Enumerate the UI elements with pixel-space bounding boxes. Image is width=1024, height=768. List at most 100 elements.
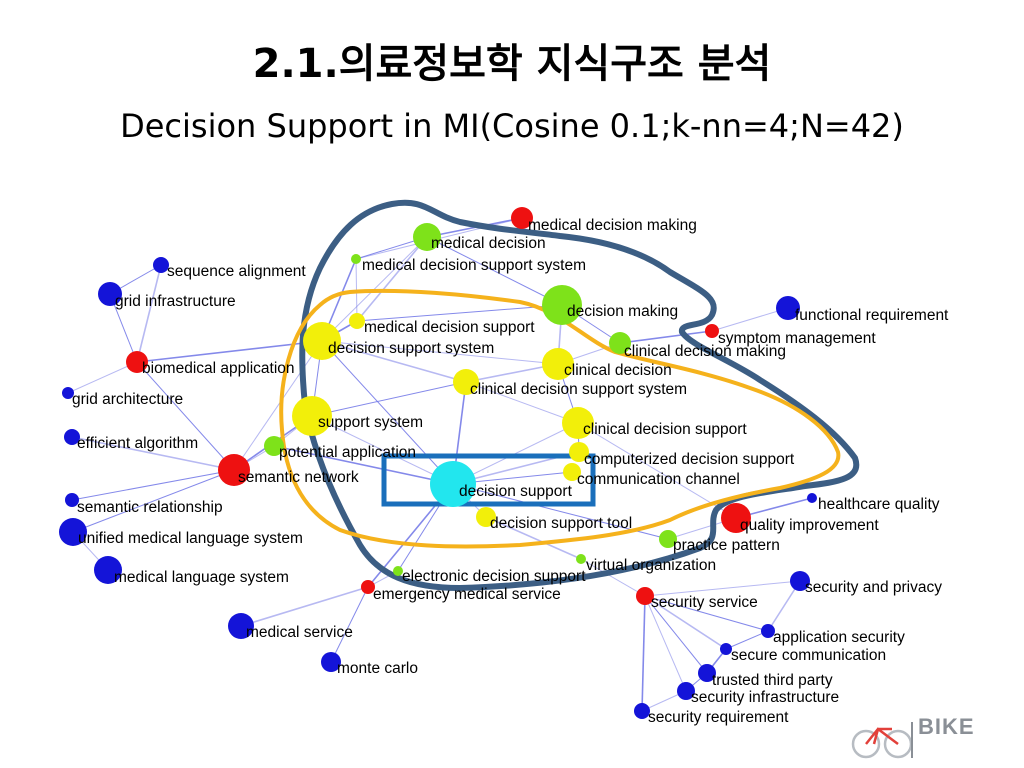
- edge-potapp-ds: [273, 445, 454, 485]
- node-cdss[interactable]: [453, 369, 479, 395]
- node-label-gridinf: grid infrastructure: [115, 293, 236, 310]
- slide-title-korean: 2.1.의료정보학 지식구조 분석: [252, 41, 772, 87]
- node-dm[interactable]: [542, 285, 582, 325]
- node-effalg[interactable]: [64, 429, 80, 445]
- edge-semnet-effalg: [71, 436, 235, 471]
- node-secinf[interactable]: [677, 682, 695, 700]
- node-eds[interactable]: [393, 566, 403, 576]
- node-label-hcq: healthcare quality: [818, 496, 940, 513]
- edge-md-dm: [426, 236, 563, 306]
- edge-ems-medserv: [240, 586, 369, 627]
- edge-bioapp-gridarch: [67, 361, 138, 394]
- node-label-mdm: medical decision making: [528, 217, 697, 234]
- node-ems[interactable]: [361, 580, 375, 594]
- node-dss[interactable]: [303, 322, 341, 360]
- node-label-cdss: clinical decision support system: [470, 381, 687, 398]
- edge-dss-cdss: [321, 340, 467, 383]
- node-montecarlo[interactable]: [321, 652, 341, 672]
- node-label-ttp: trusted third party: [712, 672, 833, 689]
- node-md[interactable]: [413, 223, 441, 251]
- node-label-appsec: application security: [773, 629, 905, 646]
- node-cdsupp[interactable]: [569, 442, 589, 462]
- node-cdm[interactable]: [609, 332, 631, 354]
- edge-dm-mds: [356, 304, 563, 322]
- edge-semnet-bioapp: [136, 361, 235, 471]
- edge-secserv-vo: [580, 558, 646, 597]
- inner-cluster-outline: [279, 288, 841, 549]
- node-label-mls: medical language system: [114, 569, 289, 586]
- edge-qi-cds: [577, 422, 737, 519]
- node-label-seccomm: secure communication: [731, 647, 886, 664]
- edge-bioapp-gridinf: [109, 293, 138, 363]
- edge-vo-dst: [485, 516, 582, 560]
- node-commch[interactable]: [563, 463, 581, 481]
- edge-bioapp-seqal: [136, 264, 162, 363]
- node-label-medserv: medical service: [246, 624, 353, 641]
- node-label-secreq: security requirement: [648, 709, 789, 726]
- node-label-sympt: symptom management: [718, 330, 876, 347]
- node-cds[interactable]: [562, 407, 594, 439]
- node-cd[interactable]: [542, 348, 574, 380]
- node-label-dm: decision making: [567, 303, 678, 320]
- node-mdm[interactable]: [511, 207, 533, 229]
- node-medserv[interactable]: [228, 613, 254, 639]
- node-mdss[interactable]: [351, 254, 361, 264]
- node-label-cdm: clinical decision making: [624, 343, 786, 360]
- node-secreq[interactable]: [634, 703, 650, 719]
- node-label-vo: virtual organization: [586, 557, 716, 574]
- node-mls[interactable]: [94, 556, 122, 584]
- node-label-mds: medical decision support: [364, 319, 535, 336]
- node-hcq[interactable]: [807, 493, 817, 503]
- edge-semnet-semrel: [71, 469, 235, 501]
- bike-logo: [851, 722, 913, 759]
- edge-ss-cdss: [311, 381, 467, 417]
- node-bioapp[interactable]: [126, 351, 148, 373]
- node-funcreq[interactable]: [776, 296, 800, 320]
- node-gridarch[interactable]: [62, 387, 74, 399]
- node-label-effalg: efficient algorithm: [77, 435, 198, 452]
- edge-dss-cd: [321, 340, 559, 365]
- node-mds[interactable]: [349, 313, 365, 329]
- node-sympt[interactable]: [705, 324, 719, 338]
- node-label-cdsupp: computerized decision support: [584, 451, 795, 468]
- node-label-md: medical decision: [431, 235, 546, 252]
- edge-secserv-secinf: [644, 595, 687, 692]
- node-ds[interactable]: [430, 461, 476, 507]
- edge-secserv-ttp: [644, 595, 708, 674]
- node-pp[interactable]: [659, 530, 677, 548]
- node-ttp[interactable]: [698, 664, 716, 682]
- edge-appsec-seccomm: [725, 630, 769, 650]
- node-gridinf[interactable]: [98, 282, 122, 306]
- node-vo[interactable]: [576, 554, 586, 564]
- node-seqal[interactable]: [153, 257, 169, 273]
- node-label-funcreq: functional requirement: [795, 307, 949, 324]
- node-label-mdss: medical decision support system: [362, 257, 586, 274]
- node-seccomm[interactable]: [720, 643, 732, 655]
- node-dst[interactable]: [476, 507, 496, 527]
- node-label-cds: clinical decision support: [583, 421, 747, 438]
- edge-secserv-appsec: [644, 595, 769, 632]
- edge-sympt-funcreq: [711, 307, 789, 332]
- node-ss[interactable]: [292, 396, 332, 436]
- node-label-potapp: potential application: [279, 444, 416, 461]
- node-semnet[interactable]: [218, 454, 250, 486]
- node-appsec[interactable]: [761, 624, 775, 638]
- node-label-ss: support system: [318, 414, 423, 431]
- node-potapp[interactable]: [264, 436, 284, 456]
- edge-cdss-cds: [465, 381, 579, 424]
- node-semrel[interactable]: [65, 493, 79, 507]
- node-label-qi: quality improvement: [740, 517, 879, 534]
- node-umls[interactable]: [59, 518, 87, 546]
- node-label-seqal: sequence alignment: [167, 263, 306, 280]
- edge-ems-montecarlo: [330, 586, 369, 663]
- edge-secserv-seccomm: [644, 595, 727, 650]
- node-label-montecarlo: monte carlo: [337, 660, 418, 677]
- node-secserv[interactable]: [636, 587, 654, 605]
- node-layer: [59, 207, 817, 719]
- node-label-ds: decision support: [459, 483, 573, 500]
- node-secpriv[interactable]: [790, 571, 810, 591]
- node-qi[interactable]: [721, 503, 751, 533]
- bike-logo-text: BIKE: [918, 714, 975, 739]
- node-label-secpriv: security and privacy: [805, 579, 942, 596]
